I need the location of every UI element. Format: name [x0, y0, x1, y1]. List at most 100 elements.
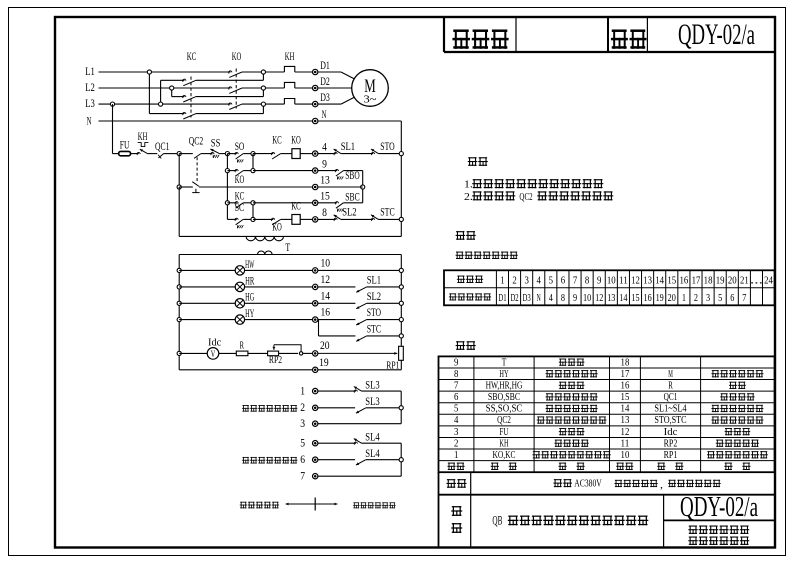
svg-text:13: 13	[320, 173, 330, 187]
svg-text:11: 11	[621, 437, 630, 449]
svg-text:9: 9	[573, 293, 577, 304]
svg-text:10: 10	[607, 275, 616, 287]
svg-text:T: T	[285, 240, 290, 254]
svg-text:KH: KH	[499, 438, 509, 449]
svg-text:SBO: SBO	[345, 168, 360, 182]
svg-text:16: 16	[321, 305, 331, 319]
svg-text:17: 17	[692, 275, 701, 287]
svg-text:1.: 1.	[464, 179, 473, 191]
svg-text:KO,KC: KO,KC	[493, 450, 516, 461]
svg-text:5: 5	[718, 293, 722, 304]
svg-text:12: 12	[321, 272, 331, 286]
svg-text:STC: STC	[367, 322, 381, 336]
svg-text:17: 17	[621, 368, 630, 380]
svg-text:7: 7	[742, 293, 746, 304]
svg-text:3: 3	[706, 293, 710, 304]
svg-text:SC: SC	[235, 200, 245, 214]
svg-text:SL3: SL3	[365, 377, 379, 391]
svg-text:STO: STO	[367, 305, 382, 319]
svg-text:11: 11	[619, 275, 628, 287]
svg-text:9: 9	[322, 156, 327, 170]
svg-text:D3: D3	[320, 90, 330, 104]
svg-text:2: 2	[512, 275, 516, 287]
svg-text:QC2: QC2	[189, 133, 203, 147]
svg-text:4: 4	[454, 414, 459, 426]
svg-text:21: 21	[740, 275, 749, 287]
svg-text:L2: L2	[85, 80, 95, 94]
svg-text:SBC: SBC	[345, 190, 359, 204]
svg-text:QC2: QC2	[497, 415, 511, 426]
svg-text:KC: KC	[187, 49, 197, 63]
svg-text:SL1: SL1	[367, 273, 381, 287]
svg-text:8: 8	[585, 275, 590, 287]
svg-text:16: 16	[679, 275, 688, 287]
svg-text:R: R	[240, 339, 245, 351]
svg-text:KC: KC	[272, 133, 282, 147]
svg-text:SL4: SL4	[365, 429, 379, 443]
svg-text:20: 20	[320, 338, 330, 352]
svg-text:5: 5	[454, 403, 459, 415]
svg-text:3: 3	[300, 416, 305, 430]
svg-text:D2: D2	[510, 293, 518, 304]
svg-text:Idc: Idc	[208, 336, 221, 348]
svg-text:20: 20	[728, 275, 737, 287]
svg-text:6: 6	[730, 293, 734, 304]
svg-text:M: M	[668, 369, 673, 380]
svg-text:M: M	[364, 76, 376, 97]
svg-text:2: 2	[694, 293, 698, 304]
svg-text:6: 6	[561, 275, 566, 287]
svg-text:9: 9	[454, 356, 459, 368]
svg-text:QC1: QC1	[155, 139, 169, 153]
svg-text:KO: KO	[232, 49, 242, 63]
svg-text:4: 4	[537, 275, 542, 287]
svg-text:5: 5	[549, 275, 554, 287]
svg-text:4: 4	[549, 293, 553, 304]
svg-text:KO: KO	[235, 172, 245, 186]
svg-text:FU: FU	[499, 427, 509, 438]
svg-text:13: 13	[607, 293, 615, 304]
svg-text:SS,SO,SC: SS,SO,SC	[486, 404, 523, 415]
svg-text:QDY-02/a: QDY-02/a	[678, 18, 755, 51]
svg-text:18: 18	[704, 275, 713, 287]
svg-text:SS: SS	[211, 136, 221, 150]
svg-text:RP2: RP2	[269, 354, 282, 366]
svg-text:2: 2	[454, 437, 458, 449]
svg-text:7: 7	[300, 469, 305, 483]
svg-text:SL3: SL3	[365, 394, 379, 408]
svg-text:1: 1	[682, 293, 686, 304]
svg-text:RP2: RP2	[664, 438, 678, 449]
svg-text:D3: D3	[523, 293, 531, 304]
svg-text:19: 19	[319, 355, 329, 369]
svg-text:SO: SO	[235, 139, 245, 153]
svg-text:AC380V: AC380V	[574, 479, 602, 490]
svg-text:8: 8	[454, 368, 459, 380]
svg-text:STO,STC: STO,STC	[654, 415, 686, 426]
svg-text:15: 15	[667, 275, 676, 287]
svg-text:N: N	[87, 114, 92, 128]
svg-text:10: 10	[321, 255, 331, 269]
svg-text:KO: KO	[272, 219, 282, 233]
svg-text:14: 14	[619, 293, 627, 304]
svg-text:FU: FU	[120, 138, 130, 152]
svg-text:15: 15	[320, 189, 330, 203]
svg-text:10: 10	[583, 293, 591, 304]
svg-text:2.: 2.	[464, 191, 473, 203]
svg-text:4: 4	[322, 139, 327, 153]
svg-text:10: 10	[621, 449, 630, 461]
svg-text:KC: KC	[235, 188, 245, 202]
svg-text:15: 15	[621, 391, 630, 403]
svg-text:STC: STC	[380, 204, 394, 218]
svg-text:SL2: SL2	[367, 289, 381, 303]
svg-text:3~: 3~	[364, 95, 377, 106]
svg-text:QC2: QC2	[519, 191, 532, 203]
svg-text:12: 12	[621, 426, 630, 438]
svg-text:KO: KO	[291, 133, 301, 147]
svg-text:19: 19	[656, 293, 664, 304]
svg-text:16: 16	[643, 293, 651, 304]
svg-text:7: 7	[454, 379, 459, 391]
svg-text:KH: KH	[138, 129, 148, 143]
svg-text:14: 14	[655, 275, 664, 287]
svg-text:HG: HG	[245, 292, 254, 304]
svg-text:8: 8	[561, 293, 565, 304]
svg-text:1: 1	[300, 384, 305, 398]
